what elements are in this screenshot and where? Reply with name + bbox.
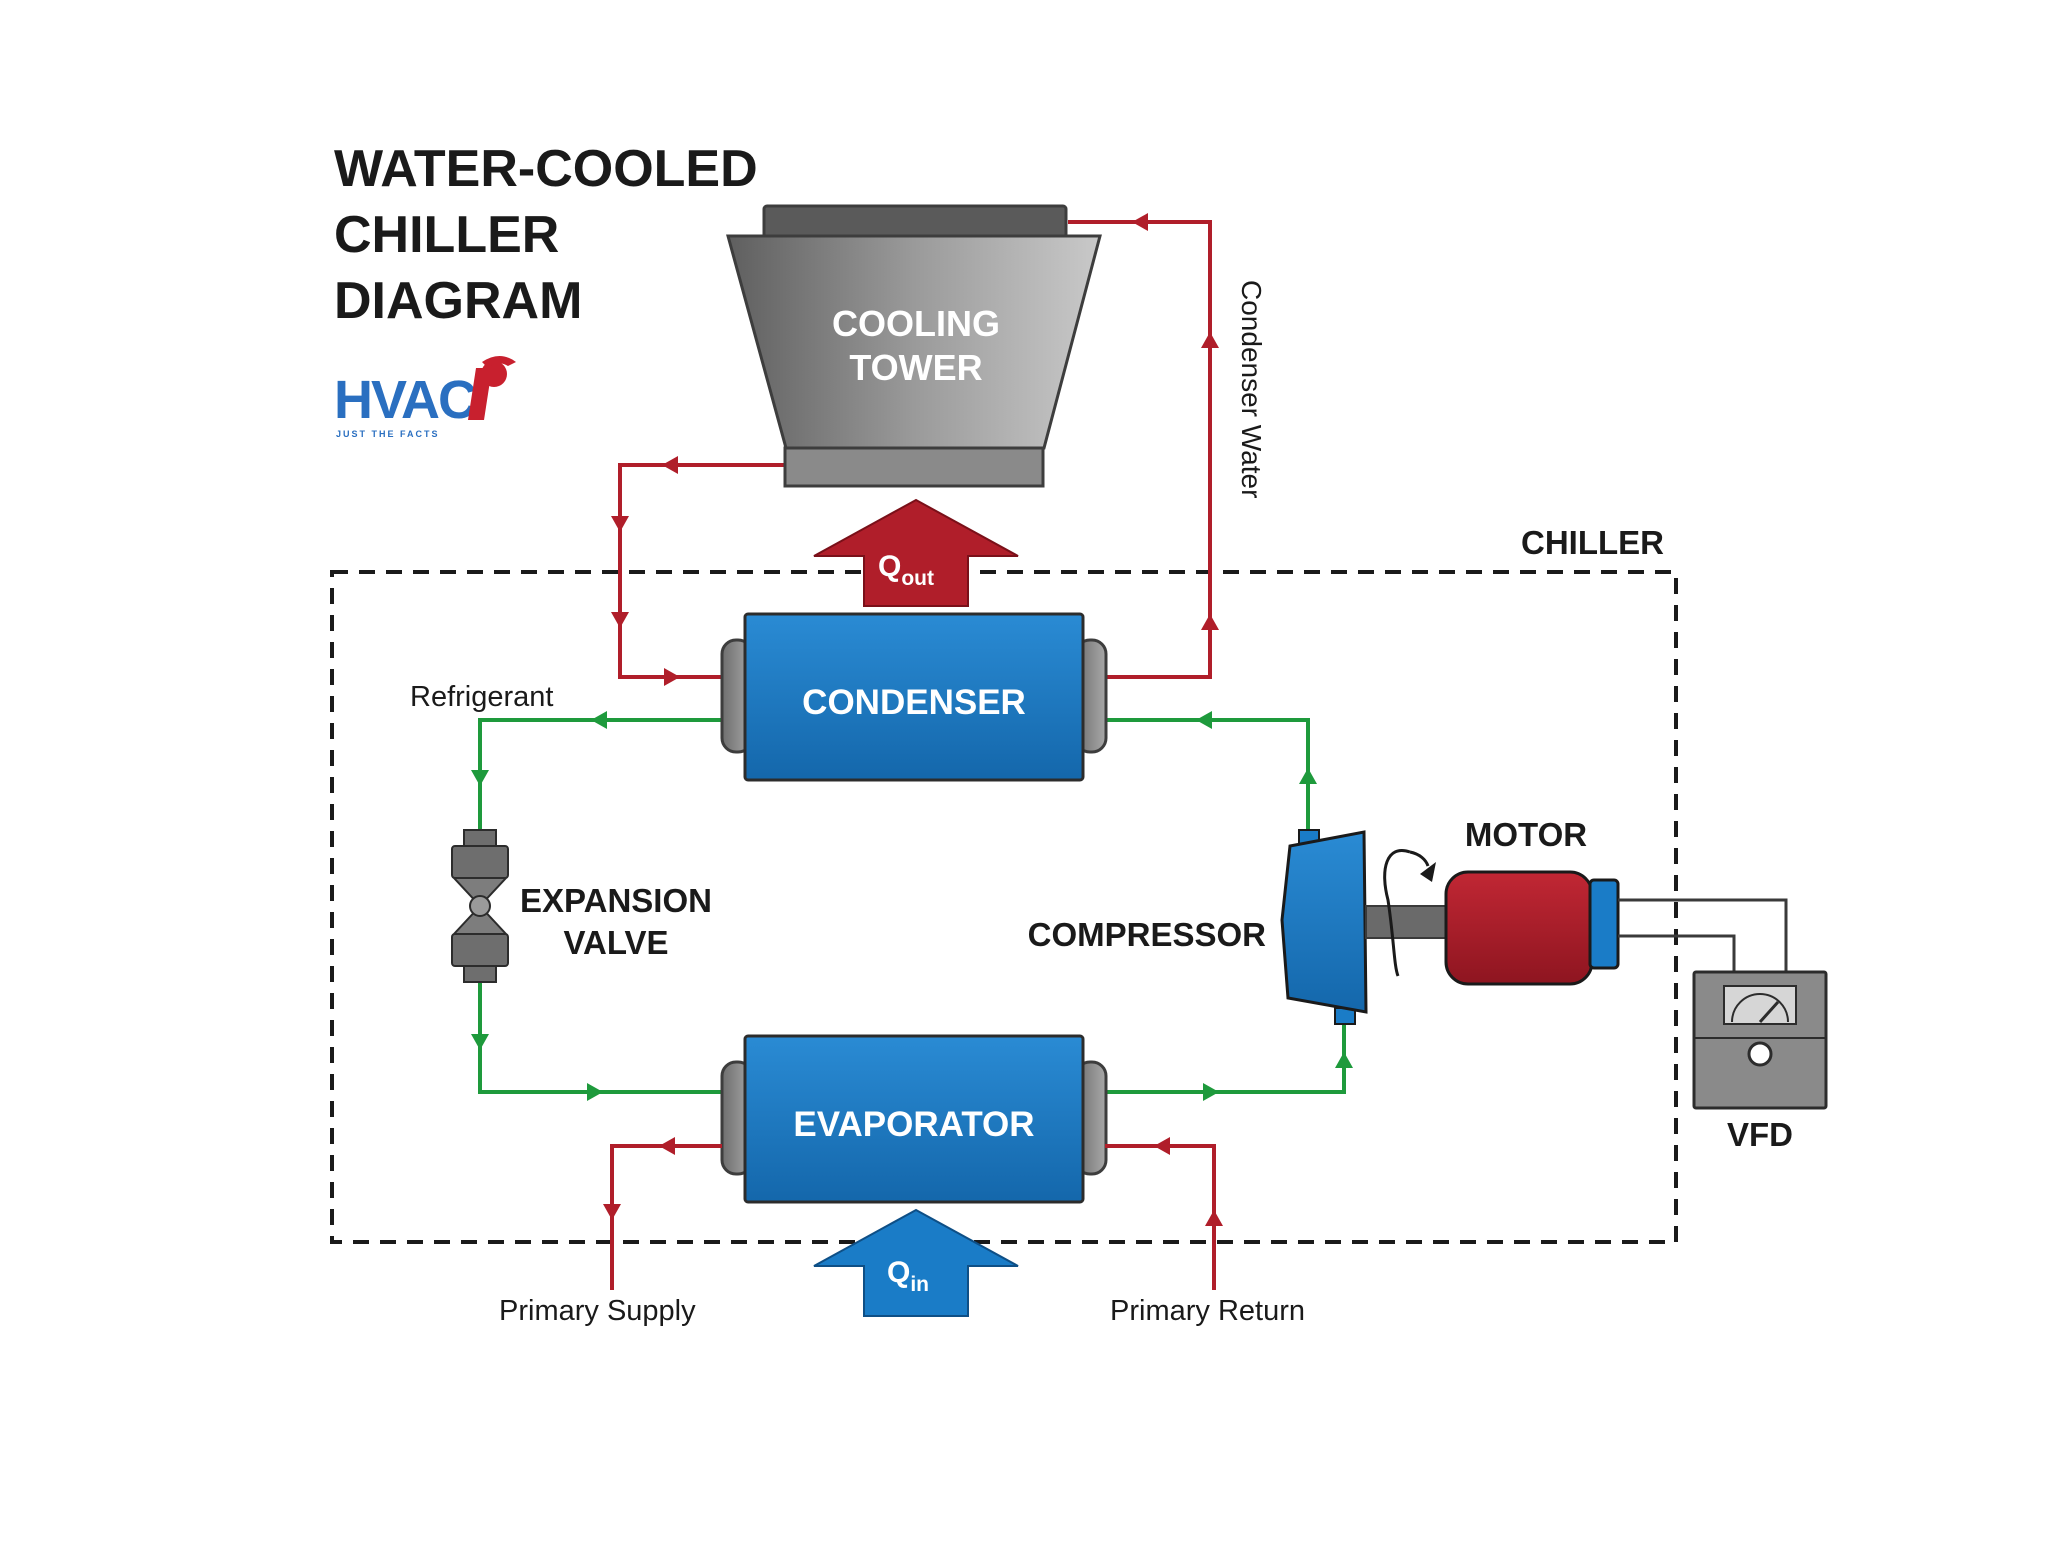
q-in-arrow: Qin <box>813 1208 1019 1317</box>
rotation-arrowhead-icon <box>1420 862 1436 882</box>
compressor <box>1280 829 1368 1025</box>
condenser: CONDENSER <box>720 612 1108 782</box>
arrow-up-icon <box>1205 1210 1223 1226</box>
arrow-down-icon <box>603 1204 621 1220</box>
vfd-wiring <box>1618 898 1788 972</box>
arrow-up-icon <box>1299 768 1317 784</box>
arrow-right-icon <box>1203 1083 1219 1101</box>
logo-i-figure-icon <box>468 356 516 420</box>
logo-brand: HVAC <box>334 370 476 430</box>
arrow-left-icon <box>1132 213 1148 231</box>
arrow-up-icon <box>1201 614 1219 630</box>
compressor-body <box>1280 830 1368 1014</box>
logo-tagline: JUST THE FACTS <box>336 429 440 439</box>
arrow-down-icon <box>611 612 629 628</box>
chiller-boundary <box>330 570 1678 1244</box>
cooling-tower-label-line-2: TOWER <box>849 347 982 388</box>
refrigerant-label: Refrigerant <box>410 681 553 713</box>
cooling-tower-label-line-1: COOLING <box>832 303 1000 344</box>
arrow-left-icon <box>1154 1137 1170 1155</box>
vfd-gauge-dial-icon <box>1731 993 1789 1023</box>
arrow-right-icon <box>587 1083 603 1101</box>
arrow-down-icon <box>611 516 629 532</box>
q-out-label: Qout <box>878 550 934 590</box>
motor-label: MOTOR <box>1465 816 1587 853</box>
arrow-left-icon <box>659 1137 675 1155</box>
evaporator-label: EVAPORATOR <box>793 1105 1034 1144</box>
vfd-label: VFD <box>1727 1116 1793 1153</box>
q-in-label: Qin <box>887 1256 929 1296</box>
rotation-arrow-icon <box>1383 849 1430 977</box>
expansion-valve-ball <box>469 895 491 917</box>
vfd <box>1692 970 1828 1110</box>
cooling-tower: COOLING TOWER <box>726 204 1102 488</box>
q-in-arrow-shape <box>813 1208 1019 1317</box>
arrow-right-icon <box>664 668 680 686</box>
expansion-valve-bottom-flange <box>451 933 509 967</box>
arrow-up-icon <box>1201 332 1219 348</box>
title-line-1: WATER-COOLED <box>334 140 758 198</box>
arrow-down-icon <box>471 1034 489 1050</box>
arrow-left-icon <box>1196 711 1212 729</box>
motor-end-cap <box>1588 878 1620 970</box>
title-line-3: DIAGRAM <box>334 272 582 330</box>
primary-water-arrows <box>603 1137 1223 1226</box>
refrigerant-arrows <box>471 711 1353 1101</box>
arrow-left-icon <box>662 456 678 474</box>
q-out-arrow: Qout <box>813 498 1019 607</box>
condenser-water-label: Condenser Water <box>1236 280 1267 498</box>
cooling-tower-basin <box>783 446 1045 488</box>
expansion-valve-top-flange <box>451 845 509 879</box>
diagram-title: WATER-COOLED CHILLER DIAGRAM <box>334 140 758 330</box>
drive-shaft <box>1365 905 1449 939</box>
condenser-shell <box>743 612 1085 782</box>
condenser-water-arrows <box>611 213 1219 686</box>
refrigerant-loop <box>478 718 1346 1094</box>
evaporator: EVAPORATOR <box>720 1034 1108 1204</box>
compressor-label: COMPRESSOR <box>1028 916 1267 953</box>
motor-body <box>1444 870 1594 986</box>
vfd-knob <box>1747 1041 1773 1067</box>
primary-return-label: Primary Return <box>1110 1295 1305 1327</box>
arrow-down-icon <box>471 770 489 786</box>
primary-water-lines <box>610 1144 1216 1290</box>
arrow-up-icon <box>1335 1052 1353 1068</box>
evaporator-shell <box>743 1034 1085 1204</box>
motor <box>1444 870 1620 986</box>
arrow-left-icon <box>591 711 607 729</box>
cooling-tower-fan-deck <box>762 204 1068 240</box>
expansion-valve-bottom-stem <box>463 965 497 983</box>
vfd-gauge-panel <box>1723 985 1797 1025</box>
title-line-2: CHILLER <box>334 206 559 264</box>
expansion-valve-label-line-1: EXPANSION <box>520 882 712 919</box>
vfd-gauge-needle-icon <box>1758 1000 1780 1024</box>
primary-supply-label: Primary Supply <box>499 1295 696 1327</box>
condenser-label: CONDENSER <box>802 683 1026 722</box>
expansion-valve-label-line-2: VALVE <box>563 924 668 961</box>
q-out-arrow-shape <box>813 498 1019 607</box>
chiller-label: CHILLER <box>1521 524 1664 561</box>
hvac-logo: HVAC JUST THE FACTS <box>334 356 516 439</box>
expansion-valve <box>451 829 509 983</box>
